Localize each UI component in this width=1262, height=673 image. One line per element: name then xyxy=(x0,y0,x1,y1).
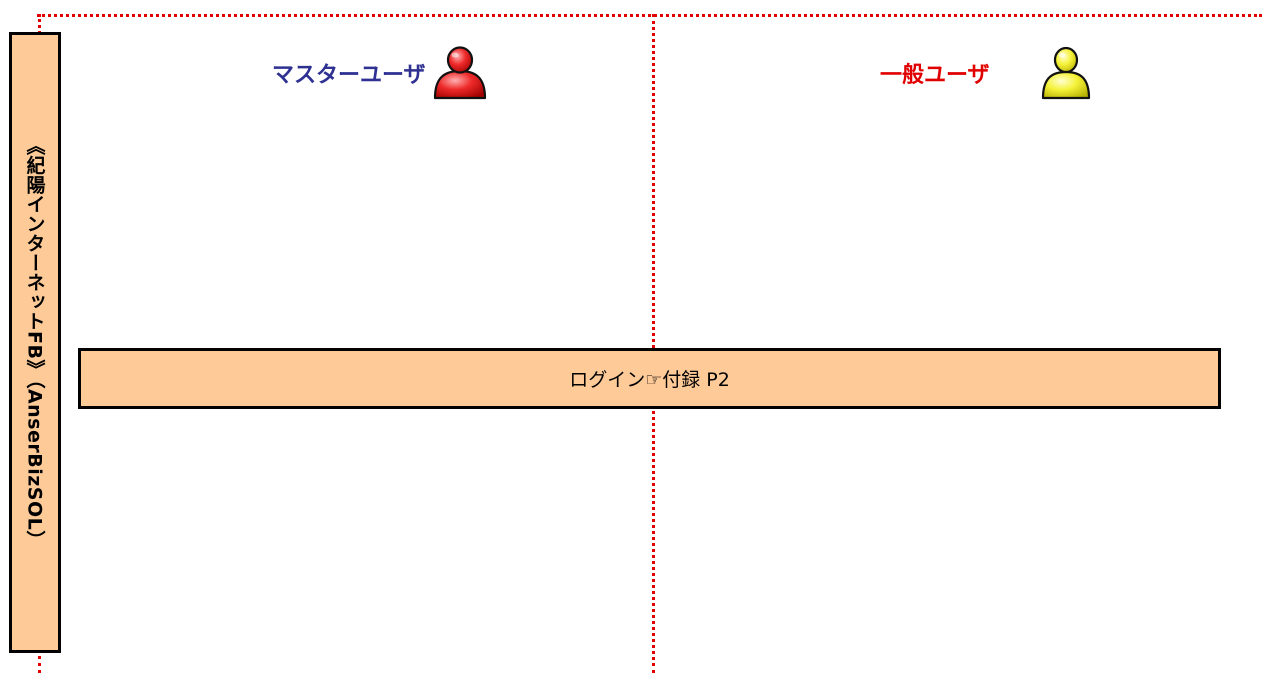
system-lane-bar: 《紀陽インターネットFB》（AnserBizSOL） xyxy=(9,32,61,653)
lane-top-divider xyxy=(37,14,1262,17)
general-user-label: 一般ユーザ xyxy=(880,63,990,88)
system-lane-label: 《紀陽インターネットFB》（AnserBizSOL） xyxy=(23,135,46,550)
lane-left-divider-top xyxy=(38,14,41,34)
login-process-box: ログイン☞付録 P2 xyxy=(78,348,1221,409)
general-user-icon xyxy=(1041,46,1090,100)
login-process-label: ログイン☞付録 P2 xyxy=(569,369,730,391)
master-user-header: マスターユーザ xyxy=(272,46,488,100)
lane-left-divider-bottom xyxy=(38,656,41,673)
master-user-label: マスターユーザ xyxy=(272,63,426,88)
master-user-icon xyxy=(433,46,486,100)
general-user-header: 一般ユーザ xyxy=(880,46,1094,100)
lane-center-divider xyxy=(652,14,655,673)
